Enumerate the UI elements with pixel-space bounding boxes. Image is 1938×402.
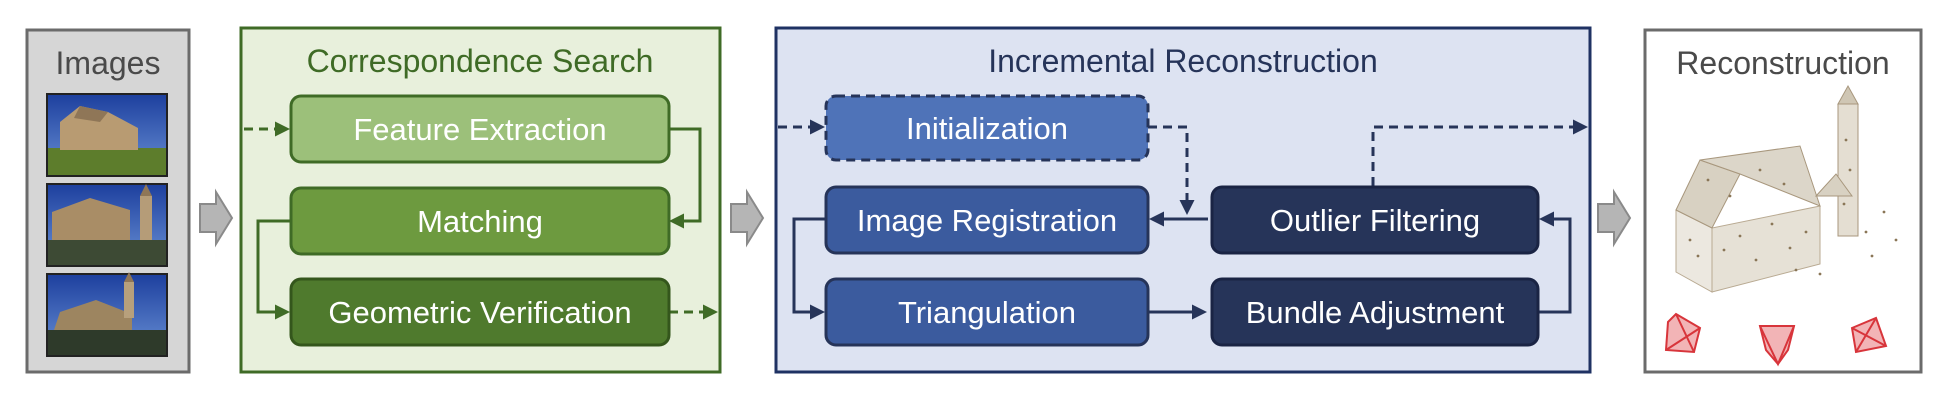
image-registration-label: Image Registration [857,203,1117,238]
incremental-connectors [778,119,1588,320]
matching-to-verification-arrow [256,219,291,320]
initialization-label: Initialization [906,111,1068,146]
arrow-correspondence-to-incremental [730,188,765,248]
arrow-incremental-to-reconstruction [1597,188,1632,248]
input-photo-2 [46,183,168,267]
triangulation-label: Triangulation [898,295,1076,330]
images-panel: Images [25,28,191,374]
bundle-adjustment-label: Bundle Adjustment [1246,295,1505,330]
outlier-filtering-label: Outlier Filtering [1270,203,1480,238]
input-photo-3 [46,272,168,357]
incremental-panel-title: Incremental Reconstruction [988,43,1378,79]
dashed-output-arrow-2 [1371,119,1588,186]
camera-icon [1850,316,1888,354]
outlier-filtering-node: Outlier Filtering [1210,185,1540,255]
input-photo-1 [46,93,168,177]
images-panel-title: Images [56,45,161,81]
initialization-to-outlier-arrow [1148,125,1195,215]
matching-node: Matching [289,186,671,256]
geometric-verification-label: Geometric Verification [328,295,631,330]
correspondence-connectors [244,121,718,320]
bundle-adjustment-node: Bundle Adjustment [1210,277,1540,347]
feature-extraction-label: Feature Extraction [353,112,606,147]
camera-frusta [1664,312,1888,367]
image-registration-node: Image Registration [824,185,1150,255]
camera-icon [1758,325,1796,367]
point-cloud [1675,84,1898,293]
camera-icon [1664,312,1702,354]
matching-label: Matching [417,204,543,239]
bundle-to-outlier-arrow [1538,211,1572,314]
arrow-images-to-correspondence [199,188,234,248]
correspondence-panel-title: Correspondence Search [307,43,654,79]
registration-to-triangulation-arrow [792,217,826,320]
feature-extraction-node: Feature Extraction [289,94,671,164]
reconstruction-panel-title: Reconstruction [1676,45,1889,81]
extraction-to-matching-arrow [669,127,702,229]
geometric-verification-node: Geometric Verification [289,277,671,347]
triangulation-node: Triangulation [824,277,1150,347]
initialization-node: Initialization [824,94,1150,162]
